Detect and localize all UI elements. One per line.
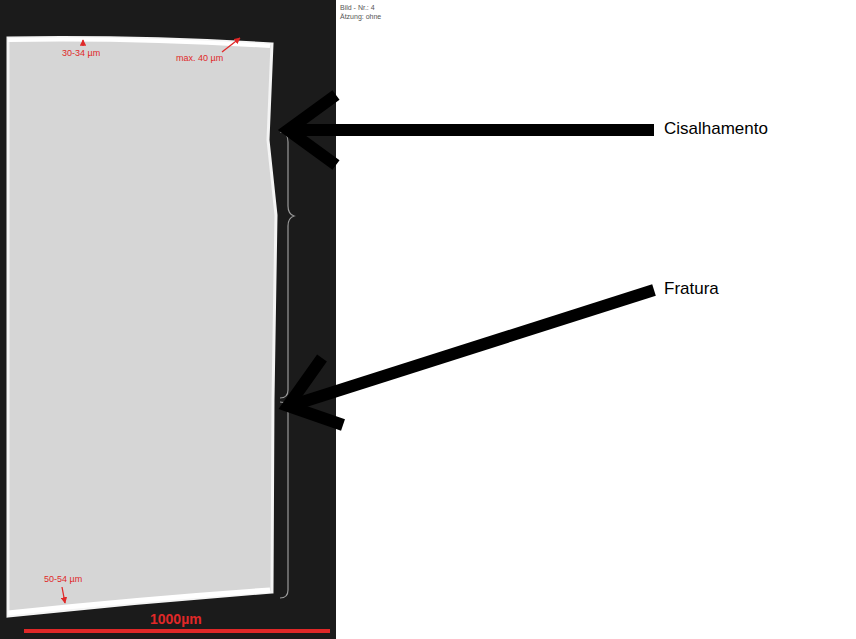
pointer-arrowhead xyxy=(288,95,336,165)
etching-note: Ätzung: ohne xyxy=(340,13,381,21)
dimension-label: 50-54 µm xyxy=(44,575,82,585)
measure-arrow xyxy=(82,40,83,46)
scale-label: 1000µm xyxy=(150,612,202,627)
measure-arrow xyxy=(62,587,65,603)
pointer-arrow xyxy=(296,290,654,404)
image-number: Bild - Nr.: 4 xyxy=(340,4,375,12)
zone-bracket xyxy=(280,402,288,598)
dimension-label: max. 40 µm xyxy=(176,54,223,64)
zone-bracket xyxy=(280,132,294,398)
pointer-arrowhead xyxy=(288,358,343,425)
bottom-layer xyxy=(8,590,270,613)
specimen-section xyxy=(8,38,276,616)
dimension-label: 30-34 µm xyxy=(62,49,100,59)
zone-label: Cisalhamento xyxy=(664,120,768,139)
scale-bar xyxy=(24,629,330,633)
dark-background xyxy=(0,0,336,639)
pointer-arrow xyxy=(296,124,654,136)
measure-arrow xyxy=(222,38,240,52)
zone-label: Fratura xyxy=(664,280,719,299)
